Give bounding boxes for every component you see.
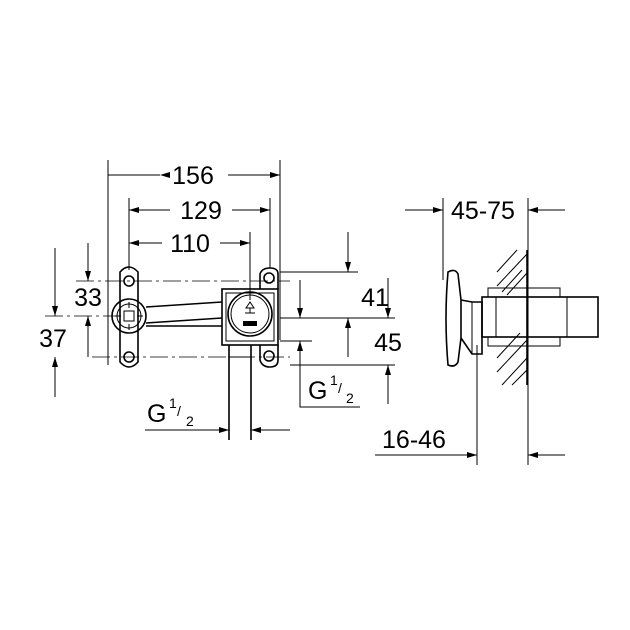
dim-45-75-label: 45-75 [451,197,515,225]
left-mount-bracket [111,266,147,368]
svg-text:1: 1 [169,395,177,411]
dim-41-label: 41 [361,284,389,312]
dim-45-label: 45 [374,329,402,357]
dim-33-label: 33 [74,284,102,312]
svg-text:/: / [338,380,342,396]
thread-side-label: G 1 / 2 [308,372,354,406]
thread-bottom-label: G 1 / 2 [147,395,194,429]
right-mount-bracket [259,267,279,368]
svg-text:1: 1 [330,372,338,388]
svg-text:2: 2 [346,390,354,406]
dim-156-label: 156 [172,162,214,190]
dim-16-46-label: 16-46 [382,426,446,454]
svg-text:2: 2 [186,413,194,429]
svg-text:G: G [308,377,327,405]
front-view: 156 129 110 33 37 41 45 [39,160,402,440]
valve-body-side [481,287,599,347]
valve-body [221,288,279,440]
dim-129-label: 129 [180,197,222,225]
svg-text:/: / [177,403,181,419]
dim-37-label: 37 [39,325,67,353]
side-view: 45-75 16-46 [375,197,599,465]
wall-hatching [496,249,528,386]
dim-110-label: 110 [170,230,210,258]
svg-text:G: G [147,400,166,428]
